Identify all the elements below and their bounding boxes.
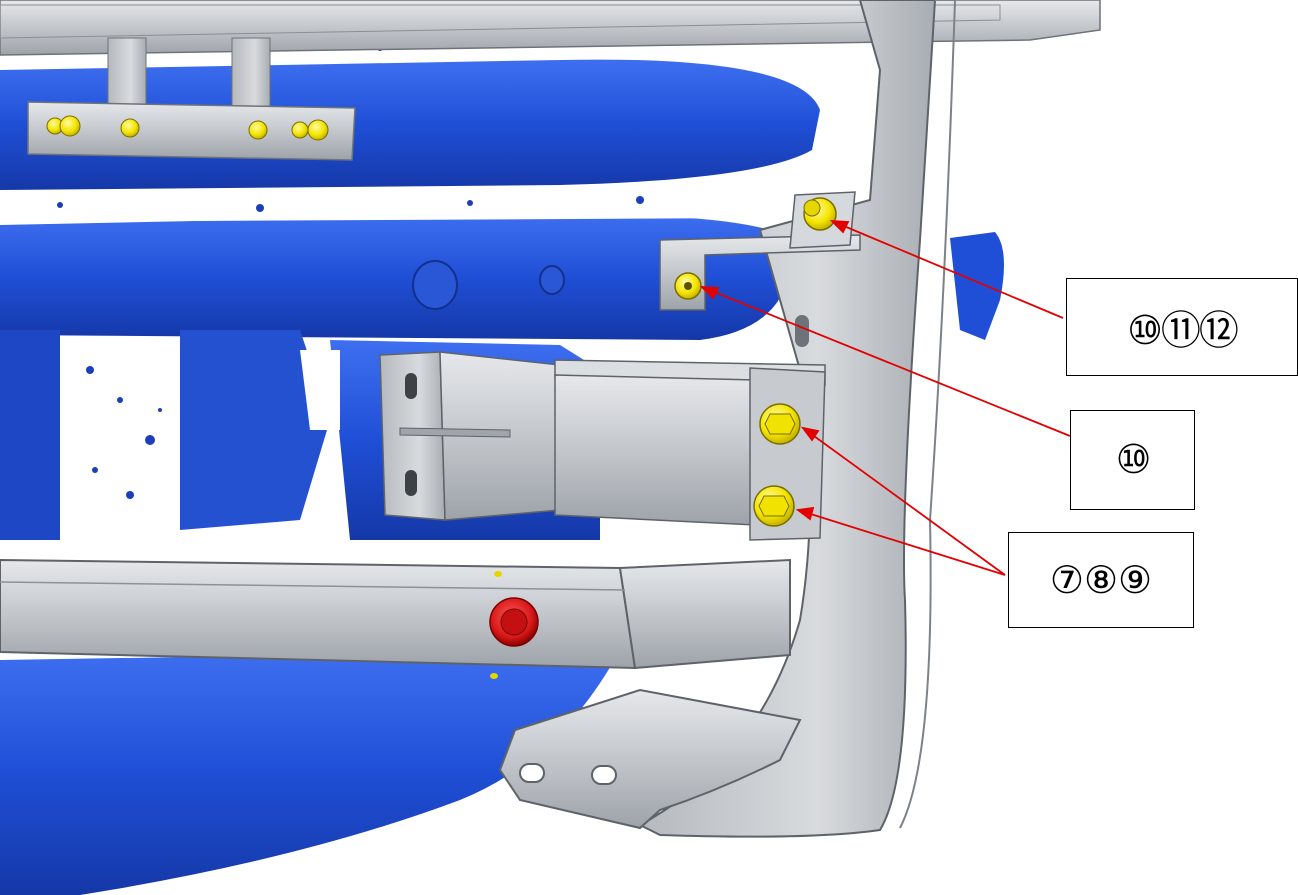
main-mount-bracket — [379, 351, 826, 541]
foot-plate — [498, 688, 802, 830]
leader-line-plate-bottom — [797, 509, 1006, 576]
callout-box-lower-plate: ⑦⑧⑨ — [1008, 532, 1194, 628]
fastener-tube-flange — [674, 272, 702, 300]
fastener-upper-bracket — [803, 197, 837, 231]
callout-label-lower-plate: ⑦⑧⑨ — [1049, 558, 1153, 602]
top-grille-bar — [0, 0, 1101, 56]
fastener-plate-top — [759, 403, 801, 445]
callout-box-tube-flange: ⑩ — [1070, 410, 1195, 510]
callout-box-upper-bracket: ⑩⑪⑫ — [1066, 278, 1298, 376]
lower-frame-body — [0, 650, 620, 895]
fastener-plate-bottom — [753, 485, 795, 527]
side-upright — [637, 0, 937, 838]
leader-lines — [699, 219, 1071, 576]
reflector — [489, 597, 539, 647]
plate-fastener — [46, 115, 329, 141]
lower-bumper-bar — [0, 558, 791, 679]
leader-line-plate-top — [802, 427, 1006, 576]
callout-label-tube-flange: ⑩ — [1115, 437, 1152, 483]
callout-label-upper-bracket: ⑩⑪⑫ — [1127, 308, 1239, 354]
leader-line-upper-bracket — [831, 220, 1064, 319]
upper-mount-plate — [27, 37, 356, 161]
leader-line-tube-flange — [701, 286, 1071, 437]
main-frame-tube — [0, 214, 790, 340]
